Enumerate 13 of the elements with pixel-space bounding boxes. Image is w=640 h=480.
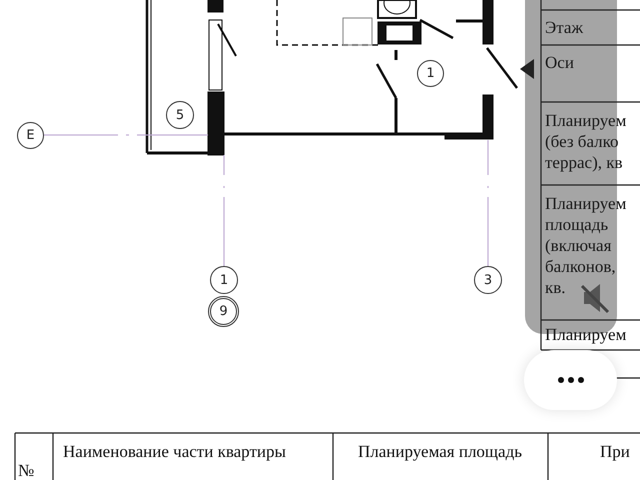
table-header: При bbox=[600, 441, 631, 462]
callout-number: 9 bbox=[208, 296, 239, 327]
table-header: Наименование части квартиры bbox=[63, 441, 287, 462]
axis-marker: 1 bbox=[210, 266, 238, 294]
table-cell-text: Этаж bbox=[545, 17, 584, 38]
room-number: 5 bbox=[166, 101, 194, 129]
axis-marker: E bbox=[17, 122, 44, 149]
table-header: Планируемая площадь bbox=[357, 441, 523, 462]
table-cell-text: Оси bbox=[545, 52, 575, 73]
table-cell-text: Планируем bbox=[545, 324, 628, 345]
axis-marker: 3 bbox=[474, 266, 502, 294]
table-header: № bbox=[18, 460, 36, 480]
room-number: 1 bbox=[417, 60, 444, 87]
